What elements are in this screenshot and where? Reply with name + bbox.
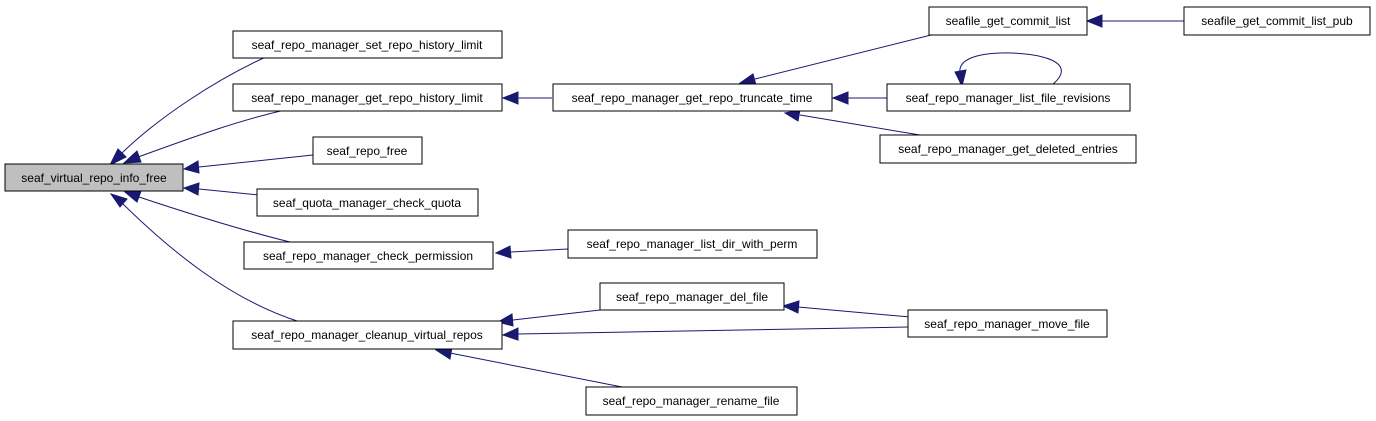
edge-move-file-to-cleanup-virtual-repos bbox=[501, 326, 909, 341]
node-seafile-get-commit-list-pub[interactable]: seafile_get_commit_list_pub bbox=[1183, 6, 1371, 36]
edge-rename-file-to-cleanup-virtual-repos bbox=[434, 346, 623, 388]
node-label: seaf_quota_manager_check_quota bbox=[273, 196, 461, 210]
edge-cleanup-virtual-repos-to-virtual-repo-info-free bbox=[109, 193, 301, 323]
edge-get-repo-history-limit-to-virtual-repo-info-free bbox=[122, 109, 286, 164]
edge-list-file-revisions-self-loop bbox=[954, 52, 1062, 88]
edge-check-quota-to-virtual-repo-info-free bbox=[182, 182, 260, 196]
node-label: seaf_repo_manager_get_repo_truncate_time bbox=[572, 91, 813, 105]
edge-list-dir-with-perm-to-check-permission bbox=[494, 245, 569, 259]
edge-get-repo-truncate-time-to-get-repo-history-limit bbox=[501, 91, 552, 105]
node-label: seaf_repo_manager_cleanup_virtual_repos bbox=[251, 328, 483, 342]
edge-list-file-revisions-to-get-repo-truncate-time bbox=[831, 91, 887, 105]
node-label: seaf_repo_manager_check_permission bbox=[263, 249, 473, 263]
node-seaf-repo-manager-move-file[interactable]: seaf_repo_manager_move_file bbox=[907, 309, 1108, 338]
node-seaf-virtual-repo-info-free[interactable]: seaf_virtual_repo_info_free bbox=[4, 163, 184, 192]
node-label: seaf_repo_manager_get_repo_history_limit bbox=[251, 91, 483, 105]
node-label: seaf_repo_manager_rename_file bbox=[603, 394, 780, 408]
call-graph-nodes: seaf_virtual_repo_info_free seaf_repo_ma… bbox=[4, 6, 1371, 416]
node-seaf-repo-manager-list-file-revisions[interactable]: seaf_repo_manager_list_file_revisions bbox=[886, 83, 1131, 112]
edge-repo-free-to-virtual-repo-info-free bbox=[182, 154, 314, 174]
node-label: seafile_get_commit_list bbox=[946, 14, 1071, 28]
node-seaf-repo-free[interactable]: seaf_repo_free bbox=[312, 136, 423, 165]
edge-del-file-to-cleanup-virtual-repos bbox=[496, 309, 601, 327]
node-seaf-quota-manager-check-quota[interactable]: seaf_quota_manager_check_quota bbox=[256, 188, 479, 217]
edge-set-repo-history-limit-to-virtual-repo-info-free bbox=[108, 55, 269, 167]
node-seafile-get-commit-list[interactable]: seafile_get_commit_list bbox=[928, 6, 1088, 36]
node-label: seaf_repo_manager_del_file bbox=[616, 290, 768, 304]
call-graph-edges bbox=[108, 14, 1184, 388]
node-seaf-repo-manager-set-repo-history-limit[interactable]: seaf_repo_manager_set_repo_history_limit bbox=[232, 30, 503, 59]
node-label: seaf_repo_manager_move_file bbox=[924, 317, 1090, 331]
edge-get-deleted-entries-to-get-repo-truncate-time bbox=[783, 109, 921, 136]
edge-get-commit-list-to-get-repo-truncate-time bbox=[738, 33, 936, 86]
node-label: seafile_get_commit_list_pub bbox=[1201, 14, 1353, 28]
node-label: seaf_repo_manager_list_file_revisions bbox=[906, 91, 1111, 105]
node-seaf-repo-manager-check-permission[interactable]: seaf_repo_manager_check_permission bbox=[243, 241, 494, 270]
node-seaf-repo-manager-list-dir-with-perm[interactable]: seaf_repo_manager_list_dir_with_perm bbox=[567, 229, 818, 259]
node-seaf-repo-manager-del-file[interactable]: seaf_repo_manager_del_file bbox=[599, 282, 785, 311]
node-label: seaf_repo_free bbox=[327, 144, 408, 158]
node-label: seaf_repo_manager_get_deleted_entries bbox=[898, 142, 1118, 156]
node-label: seaf_repo_manager_set_repo_history_limit bbox=[252, 38, 483, 52]
edge-move-file-to-del-file bbox=[781, 300, 911, 318]
node-seaf-repo-manager-get-repo-truncate-time[interactable]: seaf_repo_manager_get_repo_truncate_time bbox=[552, 83, 833, 112]
node-seaf-repo-manager-rename-file[interactable]: seaf_repo_manager_rename_file bbox=[585, 386, 798, 416]
node-label: seaf_virtual_repo_info_free bbox=[21, 171, 167, 185]
node-seaf-repo-manager-cleanup-virtual-repos[interactable]: seaf_repo_manager_cleanup_virtual_repos bbox=[232, 320, 503, 350]
node-seaf-repo-manager-get-repo-history-limit[interactable]: seaf_repo_manager_get_repo_history_limit bbox=[232, 83, 503, 112]
edge-check-permission-to-virtual-repo-info-free bbox=[123, 190, 291, 243]
node-seaf-repo-manager-get-deleted-entries[interactable]: seaf_repo_manager_get_deleted_entries bbox=[879, 134, 1137, 164]
edge-get-commit-list-pub-to-get-commit-list bbox=[1085, 14, 1184, 28]
node-label: seaf_repo_manager_list_dir_with_perm bbox=[587, 237, 798, 251]
